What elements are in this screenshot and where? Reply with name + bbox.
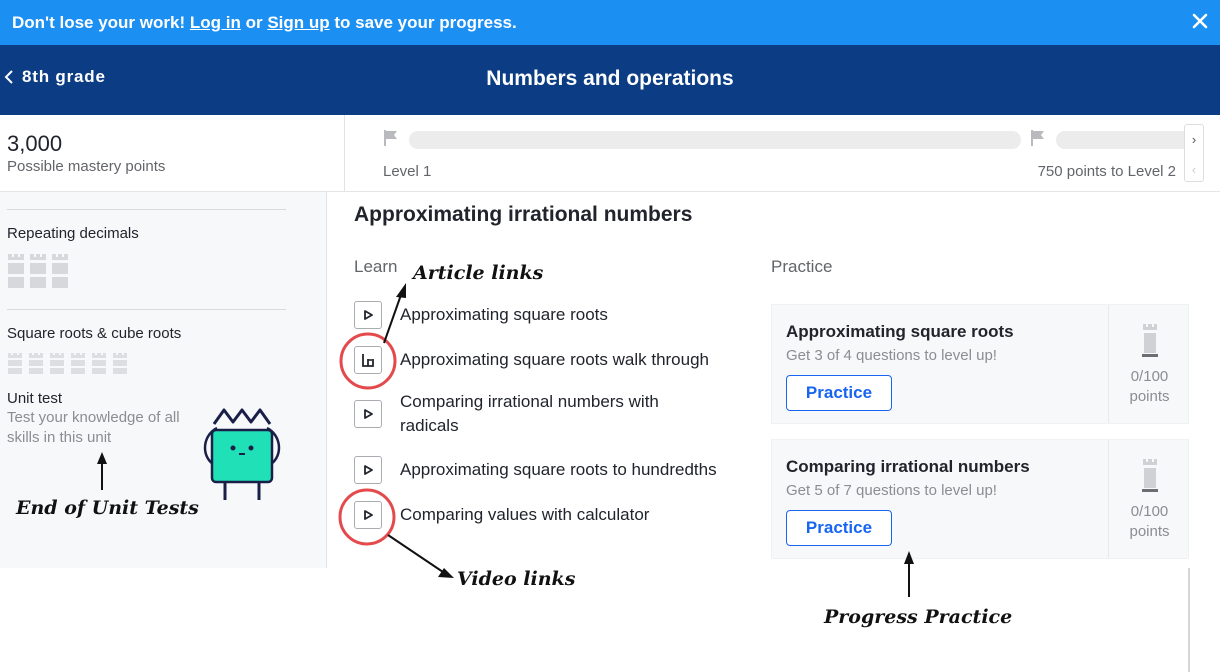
mastery-tower-icon [8,353,22,374]
mastery-points-panel: 3,000 Possible mastery points [0,115,345,192]
divider [7,309,286,310]
learn-item-label: Comparing irrational numbers with radica… [400,392,659,435]
unit-test-mascot-icon [203,408,281,500]
play-icon [354,400,382,428]
mastery-tower-icon [113,353,127,374]
learn-item-label: Approximating square roots [400,305,608,324]
practice-score: 0/100 [1130,368,1169,385]
close-icon[interactable] [1186,7,1214,35]
mastery-tower-icon [1142,459,1158,492]
banner-text-before: Don't lose your work! [12,12,186,32]
skill-tower-row [7,352,128,374]
sidebar-item-square-roots[interactable]: Square roots & cube roots [7,325,182,342]
next-level-label: 750 points to Level 2 [1037,163,1176,180]
practice-score-unit: points [1129,523,1170,540]
mastery-tower-icon [30,254,46,288]
page-title: Numbers and operations [486,67,734,90]
mastery-points-label: Possible mastery points [7,158,166,175]
unit-sidebar: Repeating decimals Square roots & cube r… [0,192,327,568]
practice-score-panel: 0/100 points [1108,440,1189,558]
learn-column-label: Learn [354,257,398,276]
banner-or: or [245,12,263,32]
level-progress-bar [409,131,1021,149]
mastery-tower-icon [1142,324,1158,357]
annotation-progress-practice: Progress Practice [824,606,1013,628]
practice-card: Comparing irrational numbers Get 5 of 7 … [771,439,1189,559]
back-link[interactable]: 8th grade [4,67,106,87]
mastery-tower-icon [8,254,24,288]
chevron-left-icon [4,70,13,84]
annotation-article-links: Article links [413,262,544,284]
next-level-progress-bar [1056,131,1184,149]
practice-card-title: Comparing irrational numbers [786,457,1030,476]
unit-header: 8th grade Numbers and operations [0,45,1220,115]
learn-item-label: Comparing values with calculator [400,505,650,524]
practice-card-subtitle: Get 5 of 7 questions to level up! [786,482,997,499]
unit-test-title[interactable]: Unit test [7,390,63,407]
learn-item-video[interactable]: Comparing values with calculator [354,501,649,529]
level-scroller: › ‹ [1184,124,1204,182]
learn-item-video[interactable]: Approximating square roots to hundredths [354,456,717,484]
mastery-tower-icon [71,353,85,374]
practice-score-panel: 0/100 points [1108,305,1189,423]
skill-tower-row [7,252,69,288]
play-icon [354,501,382,529]
divider [7,209,286,210]
mastery-tower-icon [29,353,43,374]
flag-icon [384,130,397,146]
practice-card-title: Approximating square roots [786,322,1014,341]
mastery-tower-icon [92,353,106,374]
sidebar-item-repeating-decimals[interactable]: Repeating decimals [7,225,139,242]
login-link[interactable]: Log in [189,12,241,32]
practice-card: Approximating square roots Get 3 of 4 qu… [771,304,1189,424]
learn-item-label: Approximating square roots walk through [400,350,709,369]
current-level-label: Level 1 [383,163,432,180]
arrow-icon [387,534,454,578]
practice-score-unit: points [1129,388,1170,405]
practice-button[interactable]: Practice [786,375,892,411]
save-progress-banner: Don't lose your work! Log in or Sign up … [0,0,1220,45]
flag-icon [1031,130,1044,146]
mastery-tower-icon [52,254,68,288]
mastery-points-value: 3,000 [7,131,63,156]
unit-test-subtitle: Test your knowledge of all skills in thi… [7,409,180,446]
chevron-right-icon[interactable]: › [1191,131,1197,147]
practice-button[interactable]: Practice [786,510,892,546]
learn-item-video[interactable]: Approximating square roots [354,301,608,329]
practice-card-subtitle: Get 3 of 4 questions to level up! [786,347,997,364]
back-label: 8th grade [22,67,106,86]
divider [1188,568,1190,672]
section-title: Approximating irrational numbers [354,203,693,226]
chevron-left-icon[interactable]: ‹ [1191,161,1197,177]
play-icon [354,456,382,484]
practice-column-label: Practice [771,257,833,276]
mastery-tower-icon [50,353,64,374]
learn-item-label: Approximating square roots to hundredths [400,460,717,479]
banner-text-after: to save your progress. [334,12,517,32]
article-icon [354,346,382,374]
learn-item-article[interactable]: Approximating square roots walk through [354,346,709,374]
annotation-video-links: Video links [457,568,576,590]
mastery-bar: 3,000 Possible mastery points Level 1 75… [0,115,1220,192]
annotation-end-of-unit-tests: End of Unit Tests [16,497,199,519]
practice-score: 0/100 [1130,503,1169,520]
learn-item-video[interactable]: Comparing irrational numbers with radica… [354,392,659,435]
signup-link[interactable]: Sign up [267,12,330,32]
play-icon [354,301,382,329]
